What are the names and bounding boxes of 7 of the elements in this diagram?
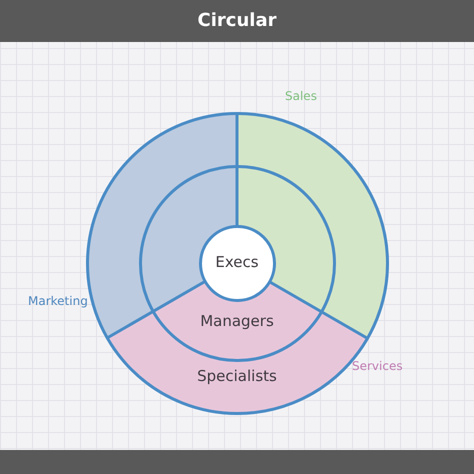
sector-label: Sales: [285, 89, 317, 103]
tier-label: Execs: [214, 252, 260, 270]
tier-label: Managers: [199, 312, 275, 330]
sector-label: Marketing: [28, 294, 88, 308]
sector-label: Services: [352, 359, 403, 373]
tier-label: Specialists: [196, 366, 278, 384]
title-bar: Circular: [0, 0, 474, 42]
